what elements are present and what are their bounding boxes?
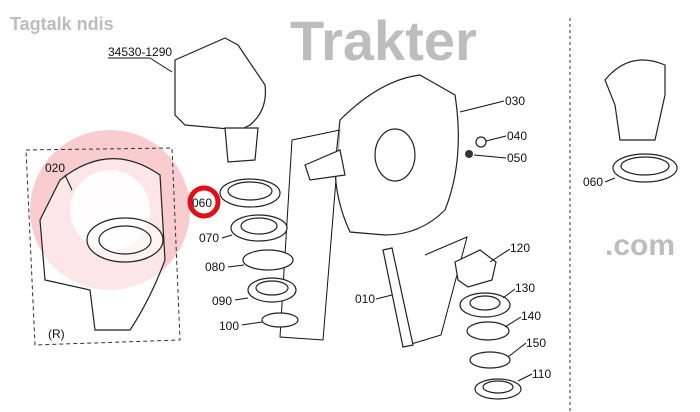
part-label-050[interactable]: 050 — [507, 151, 527, 165]
part-label-130[interactable]: 130 — [515, 281, 535, 295]
part-140-ring — [466, 321, 510, 341]
part-label-060[interactable]: 060 — [192, 196, 212, 210]
section-label: (R) — [48, 327, 65, 341]
part-label-120[interactable]: 120 — [510, 241, 530, 255]
part-120-bevel-gear — [454, 249, 497, 288]
part-100-circlip — [261, 312, 299, 328]
part-label-140[interactable]: 140 — [521, 309, 541, 323]
part-050-washer — [465, 150, 473, 158]
assembly-part-number: 34530-1290 — [108, 45, 172, 59]
housing-r — [39, 158, 166, 331]
inset-housing — [604, 59, 666, 141]
part-030-gear-case — [304, 74, 459, 236]
part-040-nut — [475, 136, 487, 148]
section-r-box — [25, 147, 181, 346]
inset-part-label-060[interactable]: 060 — [583, 175, 603, 189]
watermark: Trakter .com Tagtalk ndis — [10, 9, 675, 262]
part-150-circlip — [469, 351, 511, 369]
highlight-ring — [187, 185, 221, 219]
watermark-brand: Trakter — [290, 9, 477, 72]
part-label-040[interactable]: 040 — [507, 129, 527, 143]
part-label-030[interactable]: 030 — [505, 94, 525, 108]
part-label-100[interactable]: 100 — [219, 319, 239, 333]
part-label-150[interactable]: 150 — [526, 336, 546, 350]
part-label-010[interactable]: 010 — [355, 292, 375, 306]
part-label-020: 020 — [45, 161, 65, 175]
watermark-domain: .com — [605, 229, 675, 262]
watermark-tagline: Tagtalk ndis — [10, 14, 114, 34]
part-label-080[interactable]: 080 — [205, 260, 225, 274]
part-label-090[interactable]: 090 — [212, 294, 232, 308]
part-080-ring — [242, 249, 294, 271]
part-010-shaft — [382, 247, 414, 348]
part-label-110[interactable]: 110 — [532, 367, 551, 381]
part-label-070[interactable]: 070 — [199, 231, 219, 245]
upper-housing — [174, 37, 267, 163]
